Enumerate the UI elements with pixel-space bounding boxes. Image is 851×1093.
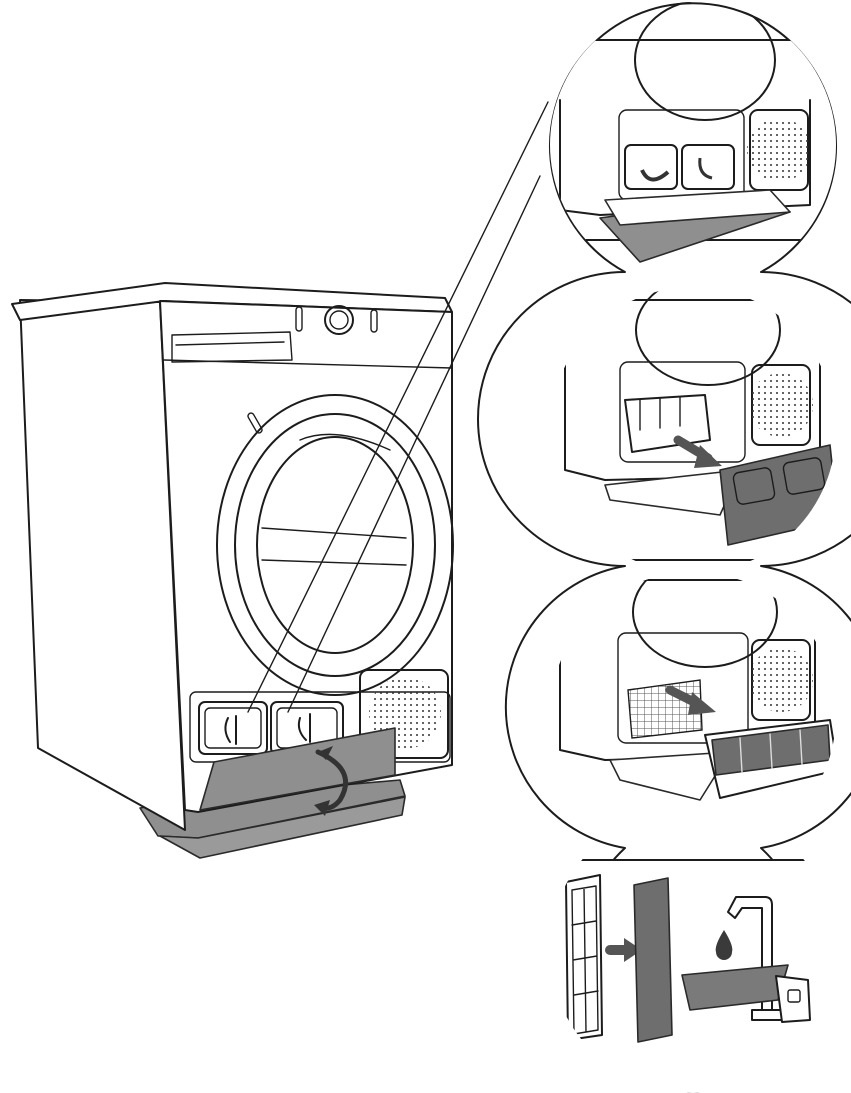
filter-foam-pad — [633, 877, 673, 1043]
vent-grille — [747, 118, 811, 182]
vent-grille — [749, 648, 813, 712]
step-2-remove-door-filter — [550, 287, 836, 561]
water-drop-icon — [715, 930, 733, 960]
base-filter-slot — [624, 394, 711, 453]
step-1-open-filter-door — [550, 2, 836, 263]
filter-tray — [681, 964, 789, 1011]
dryer-illustration — [11, 282, 454, 859]
filter-latch-right — [297, 713, 311, 743]
program-dial — [324, 305, 354, 335]
detergent-drawer — [171, 331, 293, 363]
filter-housing-left — [198, 701, 268, 755]
tray-lid — [775, 975, 811, 1023]
dryer-door-outer — [216, 394, 454, 696]
vent-grille — [749, 373, 813, 437]
callout-lines — [247, 101, 549, 713]
pull-arrow-icon — [673, 435, 722, 468]
floor-shadow — [159, 796, 406, 859]
vent-grille-housing — [359, 669, 449, 759]
push-arrow-icon — [605, 938, 642, 962]
dryer-door-glass — [256, 436, 414, 654]
step-3-remove-base-filter — [550, 572, 836, 858]
rotate-arrow-icon — [314, 746, 349, 816]
indicator-left — [295, 306, 303, 332]
pull-arrow-icon — [665, 685, 716, 715]
indicator-right — [370, 309, 378, 333]
door-handle — [247, 412, 263, 434]
filter-door-open — [199, 727, 396, 811]
filter-housing-right — [681, 144, 735, 190]
filter-latch-left — [224, 715, 237, 745]
step-4-rinse-filters — [550, 859, 836, 1093]
dryer-door-ring — [234, 413, 436, 677]
dryer-side-panel — [19, 299, 186, 831]
filter-housing-left — [624, 144, 678, 190]
rotate-arrow-icon — [640, 169, 670, 182]
